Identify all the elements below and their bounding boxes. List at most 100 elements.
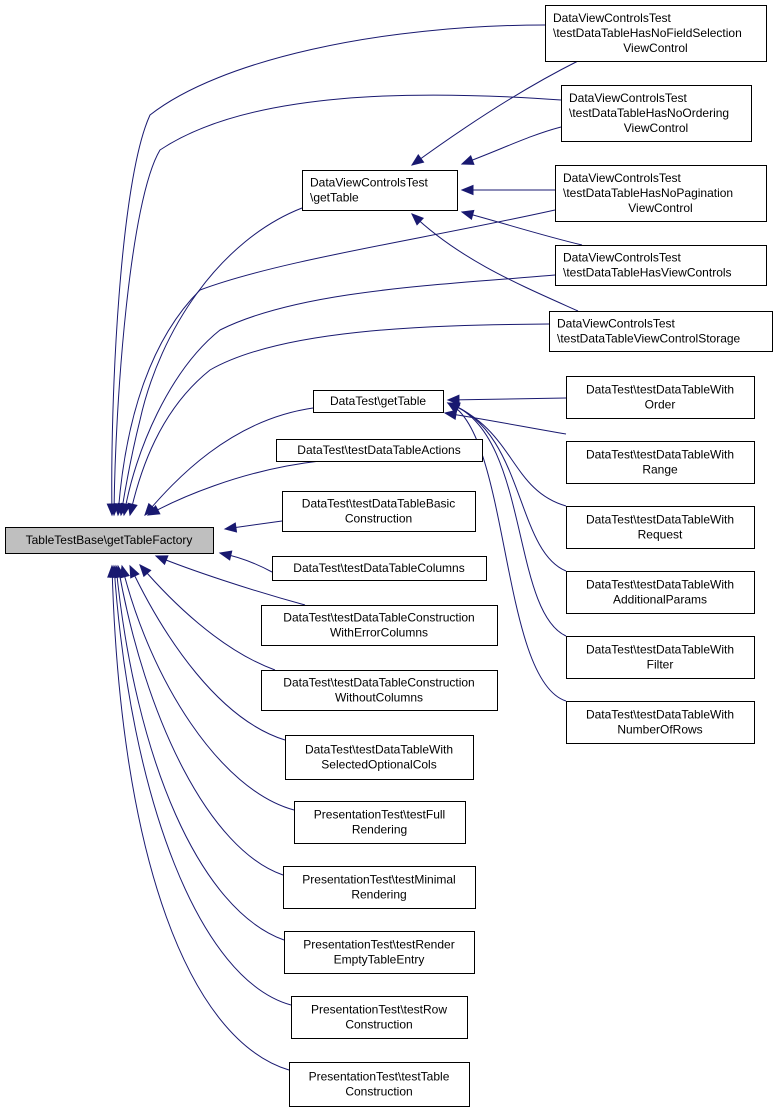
node-label: TableTestBase\getTableFactory	[26, 533, 193, 547]
edge-n9-to-n7	[444, 412, 567, 435]
caller-node[interactable]: PresentationTest\testRenderEmptyTableEnt…	[284, 931, 475, 974]
node-label: Order	[645, 398, 676, 412]
arrowhead-icon	[129, 564, 140, 579]
node-box[interactable]	[302, 170, 458, 211]
edge-n7-to-n0	[144, 407, 314, 516]
edge-n20-to-n0	[121, 565, 295, 811]
node-label: DataTest\testDataTableWith	[586, 643, 734, 657]
caller-node[interactable]: DataViewControlsTest\testDataTableViewCo…	[549, 311, 773, 352]
caller-node[interactable]: DataTest\testDataTableWithSelectedOption…	[285, 735, 474, 780]
caller-node[interactable]: DataTest\testDataTableActions	[276, 439, 483, 462]
node-label: DataTest\testDataTableColumns	[293, 561, 464, 575]
node-box[interactable]	[566, 441, 755, 484]
edge-n12-to-n7	[447, 402, 567, 637]
node-label: Rendering	[352, 823, 407, 837]
node-box[interactable]	[566, 636, 755, 679]
node-label: DataViewControlsTest	[557, 317, 675, 331]
arrowhead-icon	[411, 213, 425, 226]
edge-n14-to-n0	[147, 460, 321, 516]
node-box[interactable]	[566, 506, 755, 549]
node-box[interactable]	[566, 376, 755, 419]
edge-n23-to-n0	[113, 565, 292, 1006]
caller-node[interactable]: DataViewControlsTest\getTable	[302, 170, 458, 211]
node-label: DataTest\getTable	[330, 394, 426, 408]
arrowhead-icon	[223, 522, 238, 533]
node-box[interactable]	[555, 165, 767, 222]
node-label: Construction	[345, 1085, 412, 1099]
node-label: PresentationTest\testTable	[309, 1070, 450, 1084]
node-box[interactable]	[313, 390, 444, 413]
caller-node[interactable]: DataViewControlsTest\testDataTableHasNoO…	[561, 85, 752, 142]
arrowhead-icon	[446, 402, 461, 414]
caller-node[interactable]: DataViewControlsTest\testDataTableHasNoP…	[555, 165, 767, 222]
node-label: NumberOfRows	[617, 723, 702, 737]
edge-n11-to-n7	[447, 402, 567, 572]
node-label: ViewControl	[623, 41, 687, 55]
edge-n5-to-n1	[461, 211, 583, 246]
node-box[interactable]	[549, 311, 773, 352]
edge-n4-to-n0	[117, 209, 556, 516]
node-box[interactable]	[261, 605, 498, 646]
nodes-layer: TableTestBase\getTableFactory DataViewCon…	[5, 5, 773, 1107]
node-box[interactable]	[5, 527, 214, 554]
node-box[interactable]	[545, 5, 767, 62]
node-box[interactable]	[283, 866, 476, 909]
node-label: ViewControl	[624, 121, 688, 135]
edge-n6-to-n1	[411, 213, 579, 312]
node-label: Request	[638, 528, 683, 542]
caller-node[interactable]: DataTest\testDataTableConstructionWithEr…	[261, 605, 498, 646]
node-label: SelectedOptionalCols	[321, 758, 436, 772]
caller-node[interactable]: DataTest\getTable	[313, 390, 444, 413]
caller-node[interactable]: DataTest\testDataTableColumns	[272, 556, 487, 581]
node-label: DataViewControlsTest	[310, 176, 428, 190]
node-box[interactable]	[566, 571, 755, 614]
edge-n13-to-n7	[447, 402, 567, 702]
node-box[interactable]	[291, 996, 468, 1039]
node-label: \testDataTableViewControlStorage	[557, 332, 741, 346]
node-label: \testDataTableHasViewControls	[563, 266, 732, 280]
node-box[interactable]	[555, 245, 767, 286]
node-label: Construction	[345, 512, 412, 526]
node-label: DataTest\testDataTableWith	[586, 383, 734, 397]
root-node[interactable]: TableTestBase\getTableFactory	[5, 527, 214, 554]
node-label: DataTest\testDataTableConstruction	[283, 676, 474, 690]
node-box[interactable]	[282, 491, 476, 532]
node-label: DataTest\testDataTableWith	[586, 578, 734, 592]
node-box[interactable]	[284, 931, 475, 974]
arrowhead-icon	[460, 184, 474, 196]
node-box[interactable]	[566, 701, 755, 744]
caller-node[interactable]: DataViewControlsTest\testDataTableHasNoF…	[545, 5, 767, 62]
node-label: AdditionalParams	[613, 593, 707, 607]
node-box[interactable]	[294, 801, 466, 844]
node-label: WithoutColumns	[335, 691, 423, 705]
node-box[interactable]	[261, 670, 498, 711]
node-box[interactable]	[289, 1062, 470, 1107]
arrowhead-icon	[443, 409, 458, 420]
node-box[interactable]	[561, 85, 752, 142]
edge-n18-to-n0	[139, 564, 276, 671]
caller-node[interactable]: DataTest\testDataTableConstructionWithou…	[261, 670, 498, 711]
node-label: DataTest\testDataTableWith	[586, 513, 734, 527]
node-box[interactable]	[276, 439, 483, 462]
node-box[interactable]	[272, 556, 487, 581]
arrowhead-icon	[460, 155, 475, 165]
node-label: ViewControl	[628, 201, 692, 215]
node-label: DataViewControlsTest	[563, 251, 681, 265]
node-box[interactable]	[285, 735, 474, 780]
node-label: DataViewControlsTest	[553, 11, 671, 25]
edge-n8-to-n7	[447, 397, 567, 401]
caller-node[interactable]: DataTest\testDataTableWithAdditionalPara…	[566, 571, 755, 614]
caller-node[interactable]: DataViewControlsTest\testDataTableHasVie…	[555, 245, 767, 286]
node-label: \testDataTableHasNoPagination	[563, 186, 733, 200]
